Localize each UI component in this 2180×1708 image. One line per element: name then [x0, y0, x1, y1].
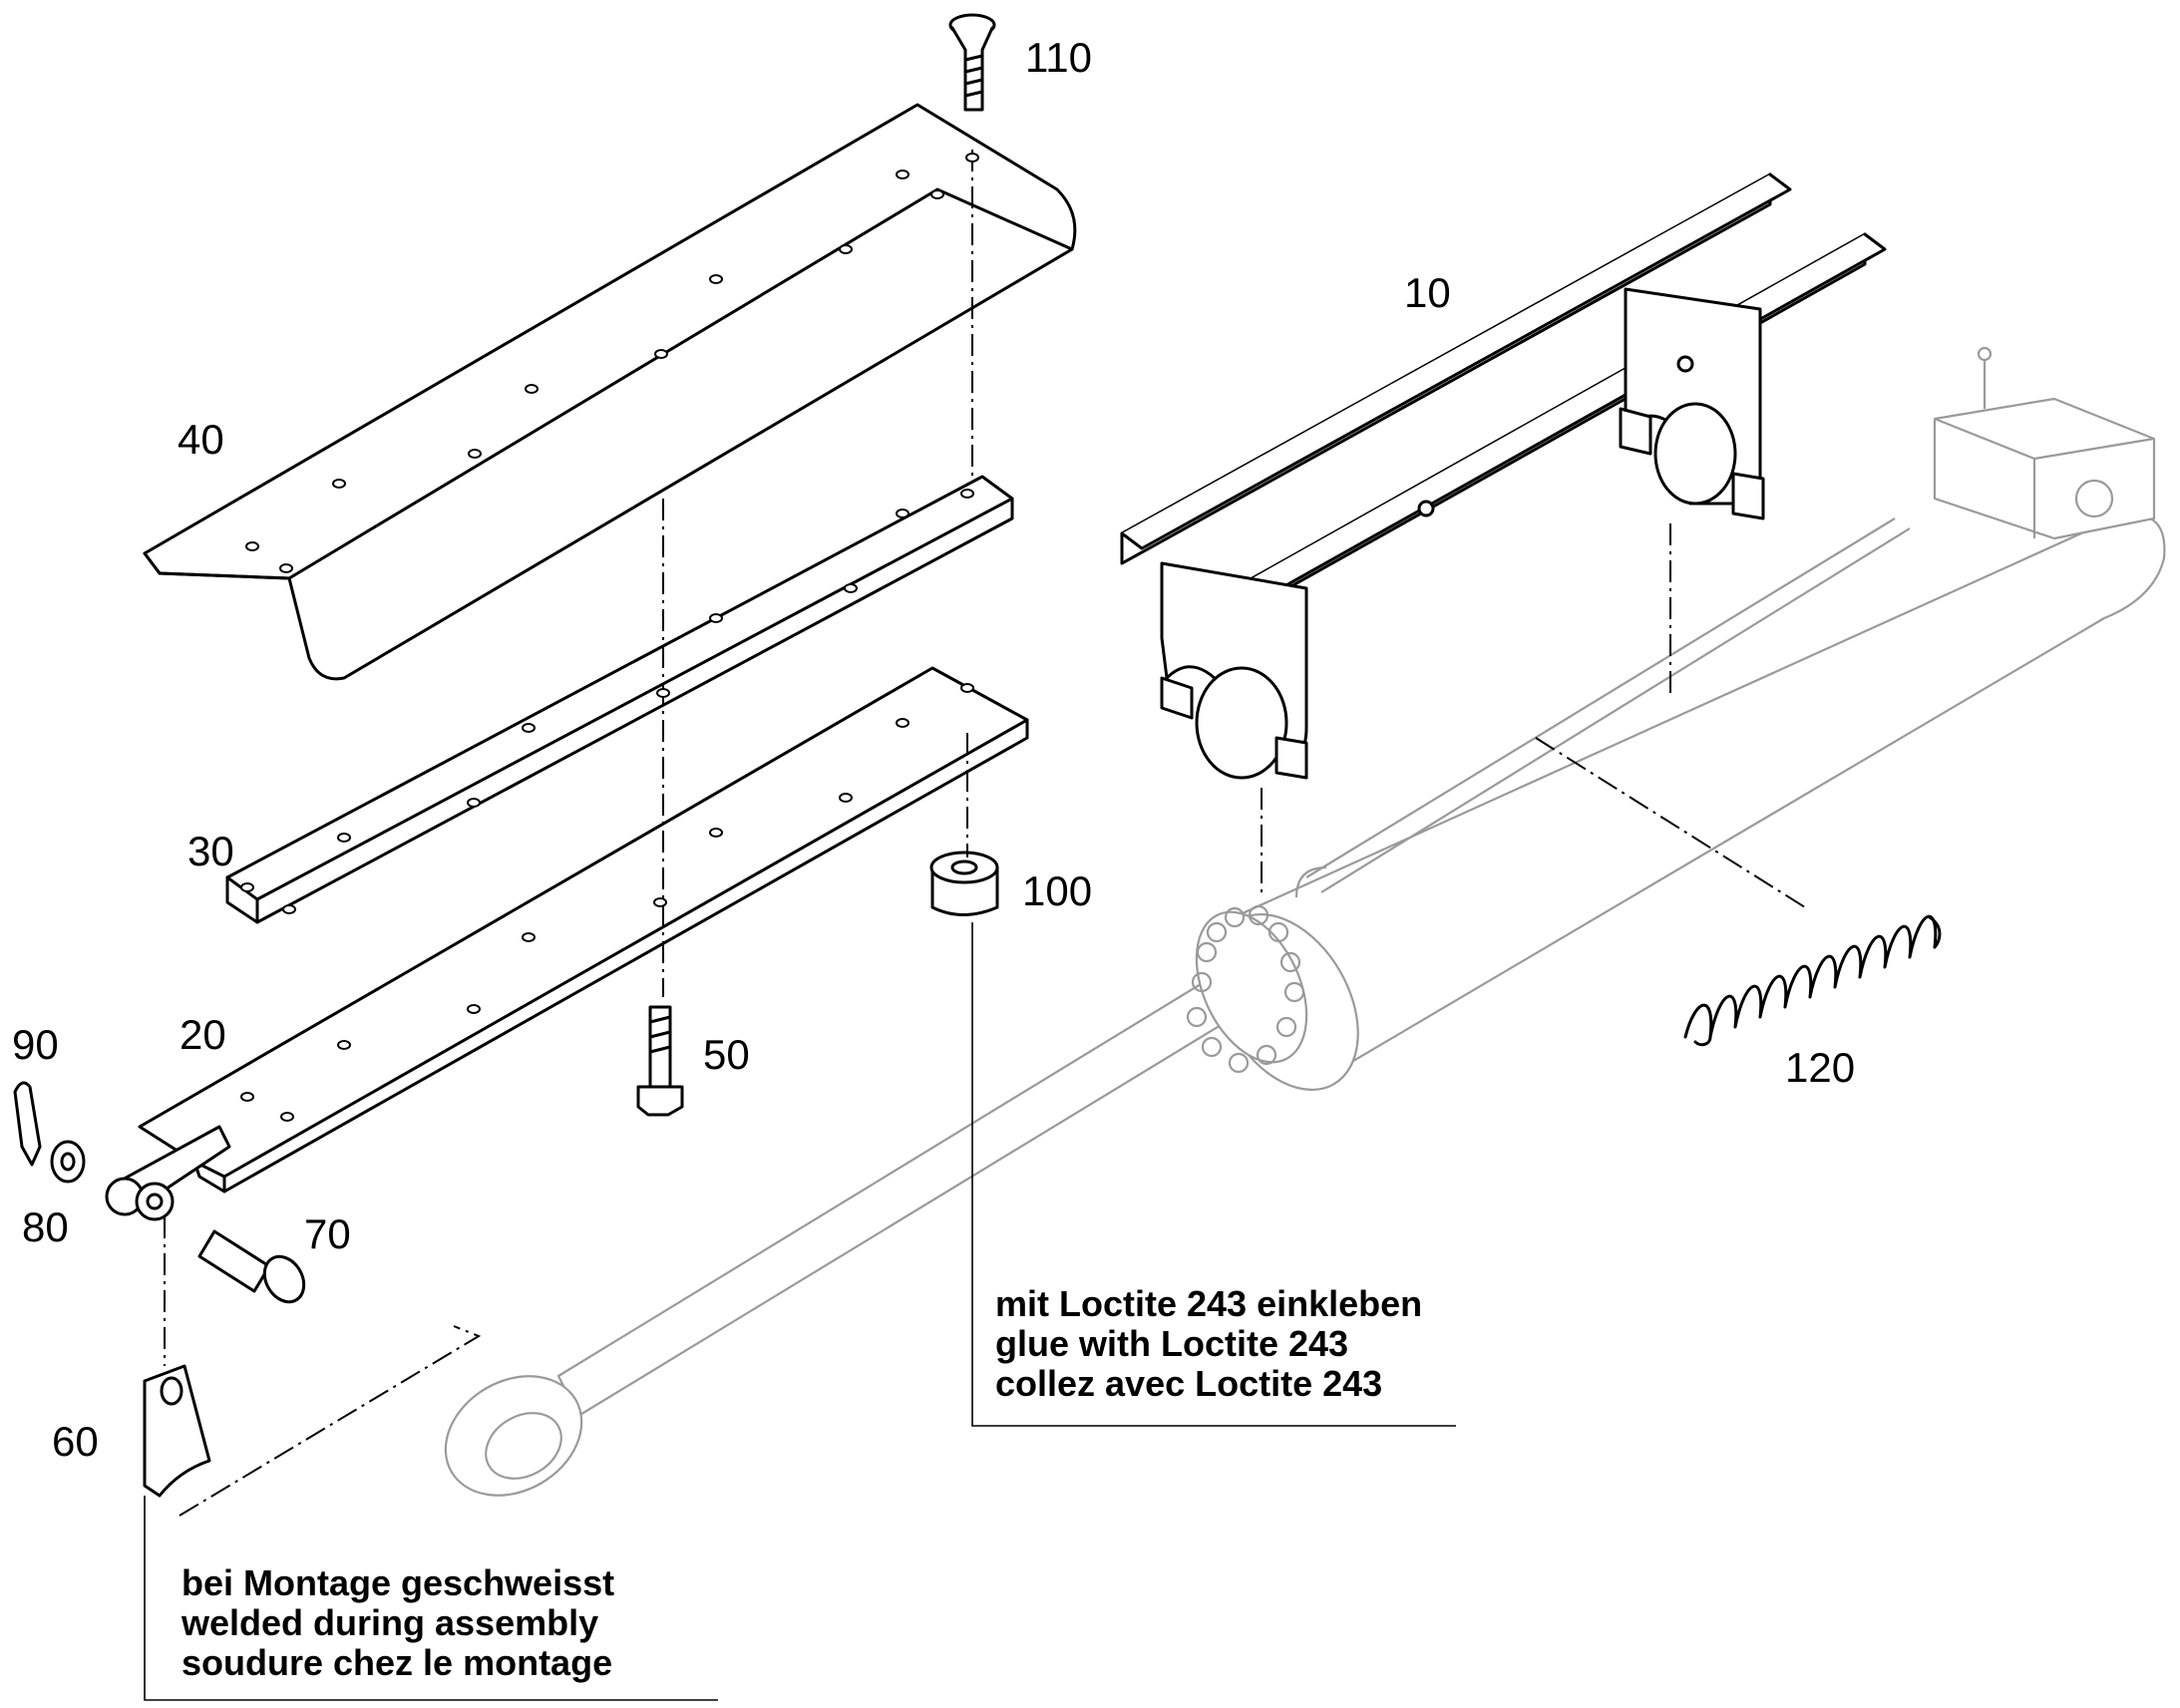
welded-note-line-fr: soudure chez le montage — [182, 1642, 612, 1683]
part-100-spacer — [929, 851, 999, 916]
mounting-hole — [653, 897, 667, 907]
mounting-hole — [240, 1092, 254, 1102]
mounting-hole — [965, 153, 979, 163]
welded-note-line-en: welded during assembly — [181, 1602, 598, 1643]
mounting-hole — [240, 882, 254, 892]
part-20-baseplate — [105, 666, 1029, 1221]
label-120: 120 — [1785, 1044, 1855, 1091]
mounting-hole — [896, 509, 909, 518]
mounting-hole — [337, 833, 351, 843]
mounting-hole — [709, 613, 723, 623]
mounting-hole — [282, 904, 296, 914]
mounting-hole — [960, 683, 974, 693]
mounting-hole — [839, 244, 853, 254]
mounting-hole — [896, 718, 909, 728]
part-120-spring — [1683, 914, 1942, 1047]
part-10-bracket — [1120, 172, 1887, 780]
mounting-hole — [844, 583, 858, 593]
mounting-hole — [337, 1040, 351, 1050]
mounting-hole — [839, 793, 853, 803]
mounting-hole — [279, 563, 293, 573]
label-50: 50 — [703, 1031, 750, 1078]
label-60: 60 — [52, 1418, 99, 1465]
welded-note-line-de: bei Montage geschweisst — [182, 1562, 614, 1603]
mounting-hole — [522, 932, 536, 942]
part-70-pin — [197, 1229, 306, 1304]
mounting-hole — [245, 541, 259, 551]
part-30-plate — [225, 475, 1014, 924]
part-50-bolt — [636, 1005, 684, 1117]
mounting-hole — [896, 170, 909, 179]
loctite-note-line-en: glue with Loctite 243 — [995, 1323, 1348, 1364]
welded-note: bei Montage geschweisst welded during as… — [181, 1562, 614, 1683]
label-20: 20 — [180, 1011, 226, 1058]
mounting-hole — [709, 274, 723, 284]
hydraulic-cylinder-ghost — [444, 346, 2166, 1497]
mounting-hole — [467, 798, 481, 808]
mounting-hole — [656, 688, 670, 698]
label-80: 80 — [22, 1203, 69, 1250]
center-lines — [164, 150, 1806, 1517]
label-90: 90 — [12, 1021, 59, 1068]
mounting-hole — [468, 449, 482, 459]
loctite-note-line-de: mit Loctite 243 einkleben — [995, 1283, 1422, 1324]
loctite-note-line-fr: collez avec Loctite 243 — [995, 1363, 1382, 1404]
part-90-cotter-pin — [13, 1081, 42, 1167]
mounting-hole — [467, 1004, 481, 1014]
part-80-washer — [50, 1140, 86, 1184]
label-70: 70 — [304, 1210, 351, 1257]
part-60-tab — [143, 1364, 211, 1498]
mounting-hole — [280, 1112, 294, 1122]
mounting-hole — [960, 489, 974, 499]
mounting-hole — [525, 384, 539, 394]
loctite-note: mit Loctite 243 einkleben glue with Loct… — [995, 1283, 1422, 1404]
part-number-labels: 110 10 40 30 100 20 50 120 90 80 70 60 — [12, 34, 1855, 1465]
mounting-hole — [709, 828, 723, 838]
mounting-holes — [240, 153, 979, 1122]
label-10: 10 — [1404, 269, 1451, 316]
label-110: 110 — [1025, 34, 1092, 81]
label-30: 30 — [187, 828, 234, 874]
mounting-hole — [332, 479, 346, 489]
leader-lines — [144, 922, 1456, 1701]
mounting-hole — [930, 189, 944, 199]
part-110-screw — [948, 13, 996, 112]
label-100: 100 — [1022, 867, 1092, 914]
label-40: 40 — [178, 416, 224, 463]
mounting-hole — [522, 723, 536, 733]
mounting-hole — [654, 349, 668, 359]
